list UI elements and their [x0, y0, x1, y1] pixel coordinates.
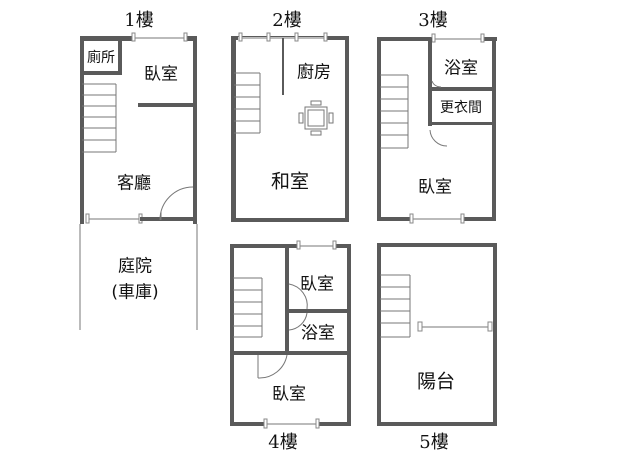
room-bedroom: 臥室 — [144, 64, 178, 85]
floor-5-plan — [377, 243, 497, 426]
room-bedroom: 臥室 — [300, 274, 334, 295]
room-walkin-closet: 更衣間 — [440, 100, 482, 116]
floor-4-label: 4樓 — [268, 432, 298, 453]
room-bathroom: 浴室 — [444, 58, 478, 79]
room-bathroom: 浴室 — [301, 323, 335, 344]
room-bedroom: 臥室 — [272, 384, 306, 405]
floor-1-plan — [79, 32, 198, 330]
dining-table-icon — [298, 100, 334, 136]
floor-3-plan — [377, 33, 497, 224]
room-toilet: 廁所 — [87, 50, 115, 66]
room-bedroom: 臥室 — [418, 177, 452, 198]
floor-3-label: 3樓 — [418, 10, 448, 31]
floor-4-plan — [230, 240, 351, 429]
room-tatami: 和室 — [270, 170, 310, 193]
floor-2-plan — [231, 32, 349, 222]
room-kitchen: 廚房 — [297, 62, 331, 83]
room-living: 客廳 — [117, 173, 151, 194]
floor-5-label: 5樓 — [419, 432, 449, 453]
floor-1-label: 1樓 — [124, 10, 154, 31]
room-balcony: 陽台 — [416, 370, 456, 393]
area-garage: (車庫) — [111, 282, 159, 303]
floor-2-label: 2樓 — [272, 10, 302, 31]
area-courtyard: 庭院 — [118, 256, 152, 277]
